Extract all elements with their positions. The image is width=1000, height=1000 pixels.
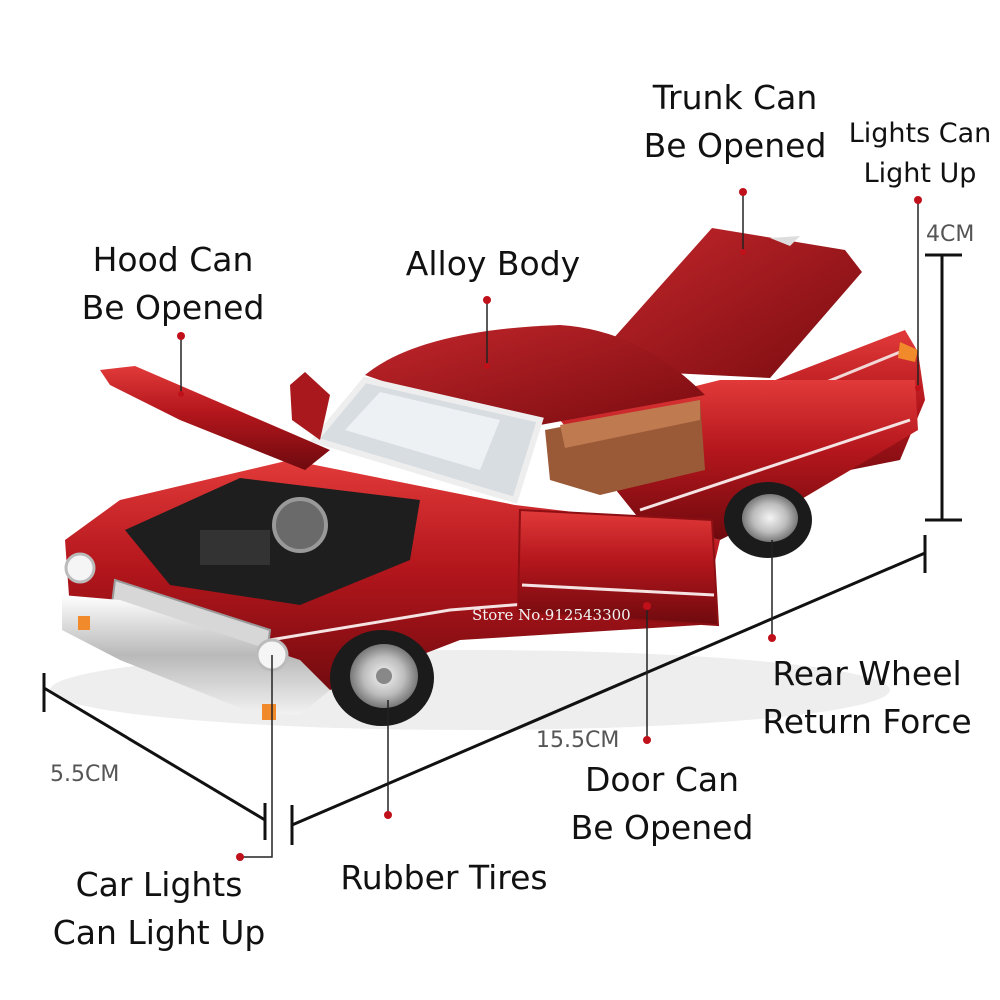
dot-body-top (483, 296, 491, 304)
callout-rear-wheel-line-2: Return Force (762, 702, 972, 741)
callout-door-line-1: Door Can (584, 760, 740, 799)
callout-rear-wheel-line-1: Rear Wheel (772, 654, 962, 693)
callout-body-line-1: Alloy Body (405, 244, 581, 283)
dot-lights-end (915, 385, 921, 391)
door-trim (521, 583, 715, 597)
dot-body-end (484, 363, 490, 369)
engine-block (200, 530, 270, 565)
dot-hood-end (178, 391, 184, 397)
hood (100, 366, 330, 470)
tail-light (898, 342, 918, 362)
callout-car-lights: Car Lights Can Light Up (48, 861, 270, 957)
leader-car-lights (240, 655, 273, 858)
door (516, 508, 720, 627)
callout-hood: Hood Can Be Opened (68, 236, 278, 332)
dot-lights-top (914, 196, 922, 204)
callout-trunk: Trunk Can Be Opened (620, 74, 850, 170)
turn-signal-left (78, 616, 90, 630)
windshield-reflection (345, 392, 500, 470)
dimension-length-label: 15.5CM (536, 728, 620, 753)
dimension-width-label: 5.5CM (50, 762, 120, 787)
callout-rear-wheel: Rear Wheel Return Force (753, 650, 981, 746)
leader-lines (180, 192, 919, 858)
dot-tires (384, 811, 392, 819)
dot-trunk-end (740, 249, 746, 255)
headlight-left (64, 552, 96, 584)
trunk-lid (612, 228, 862, 378)
callout-hood-line-2: Be Opened (81, 288, 265, 327)
callout-door-line-2: Be Opened (570, 808, 754, 847)
door-left-open (290, 372, 330, 440)
model-car (50, 228, 925, 730)
callout-lights-rear-line-2: Light Up (863, 158, 977, 189)
callout-lights-rear: Lights Can Light Up (842, 114, 998, 194)
callout-lights-rear-line-1: Lights Can (848, 118, 992, 149)
dot-rear-wheel (768, 634, 776, 642)
dot-door-end (643, 736, 651, 744)
dot-hood-top (177, 332, 185, 340)
callout-trunk-line-2: Be Opened (643, 126, 827, 165)
callout-car-lights-line-2: Can Light Up (52, 913, 266, 952)
callout-tires-line-1: Rubber Tires (340, 858, 548, 897)
callout-hood-line-1: Hood Can (92, 240, 254, 279)
dot-car-lights (236, 853, 244, 861)
dot-door-top (643, 602, 651, 610)
front-bumper (62, 595, 330, 715)
rear-wheel (724, 482, 812, 558)
store-watermark: Store No.912543300 (472, 606, 631, 624)
callout-car-lights-line-1: Car Lights (75, 865, 243, 904)
trunk-emblem (770, 236, 800, 246)
leader-dots (177, 188, 922, 861)
callout-body: Alloy Body (393, 240, 593, 288)
air-cleaner (272, 497, 328, 553)
callout-door: Door Can Be Opened (562, 756, 762, 852)
dimension-height-label: 4CM (926, 222, 975, 247)
seat-back (560, 400, 700, 448)
front-wheel (330, 630, 434, 726)
length-dimension-line (291, 551, 926, 827)
turn-signal-right (262, 704, 276, 720)
engine-bay (125, 478, 420, 605)
width-dimension-line (43, 686, 266, 822)
callout-trunk-line-1: Trunk Can (652, 78, 818, 117)
side-trim-rear (639, 418, 911, 512)
callout-tires: Rubber Tires (330, 854, 558, 902)
dimension-lines (42, 253, 962, 845)
dot-trunk-top (739, 188, 747, 196)
